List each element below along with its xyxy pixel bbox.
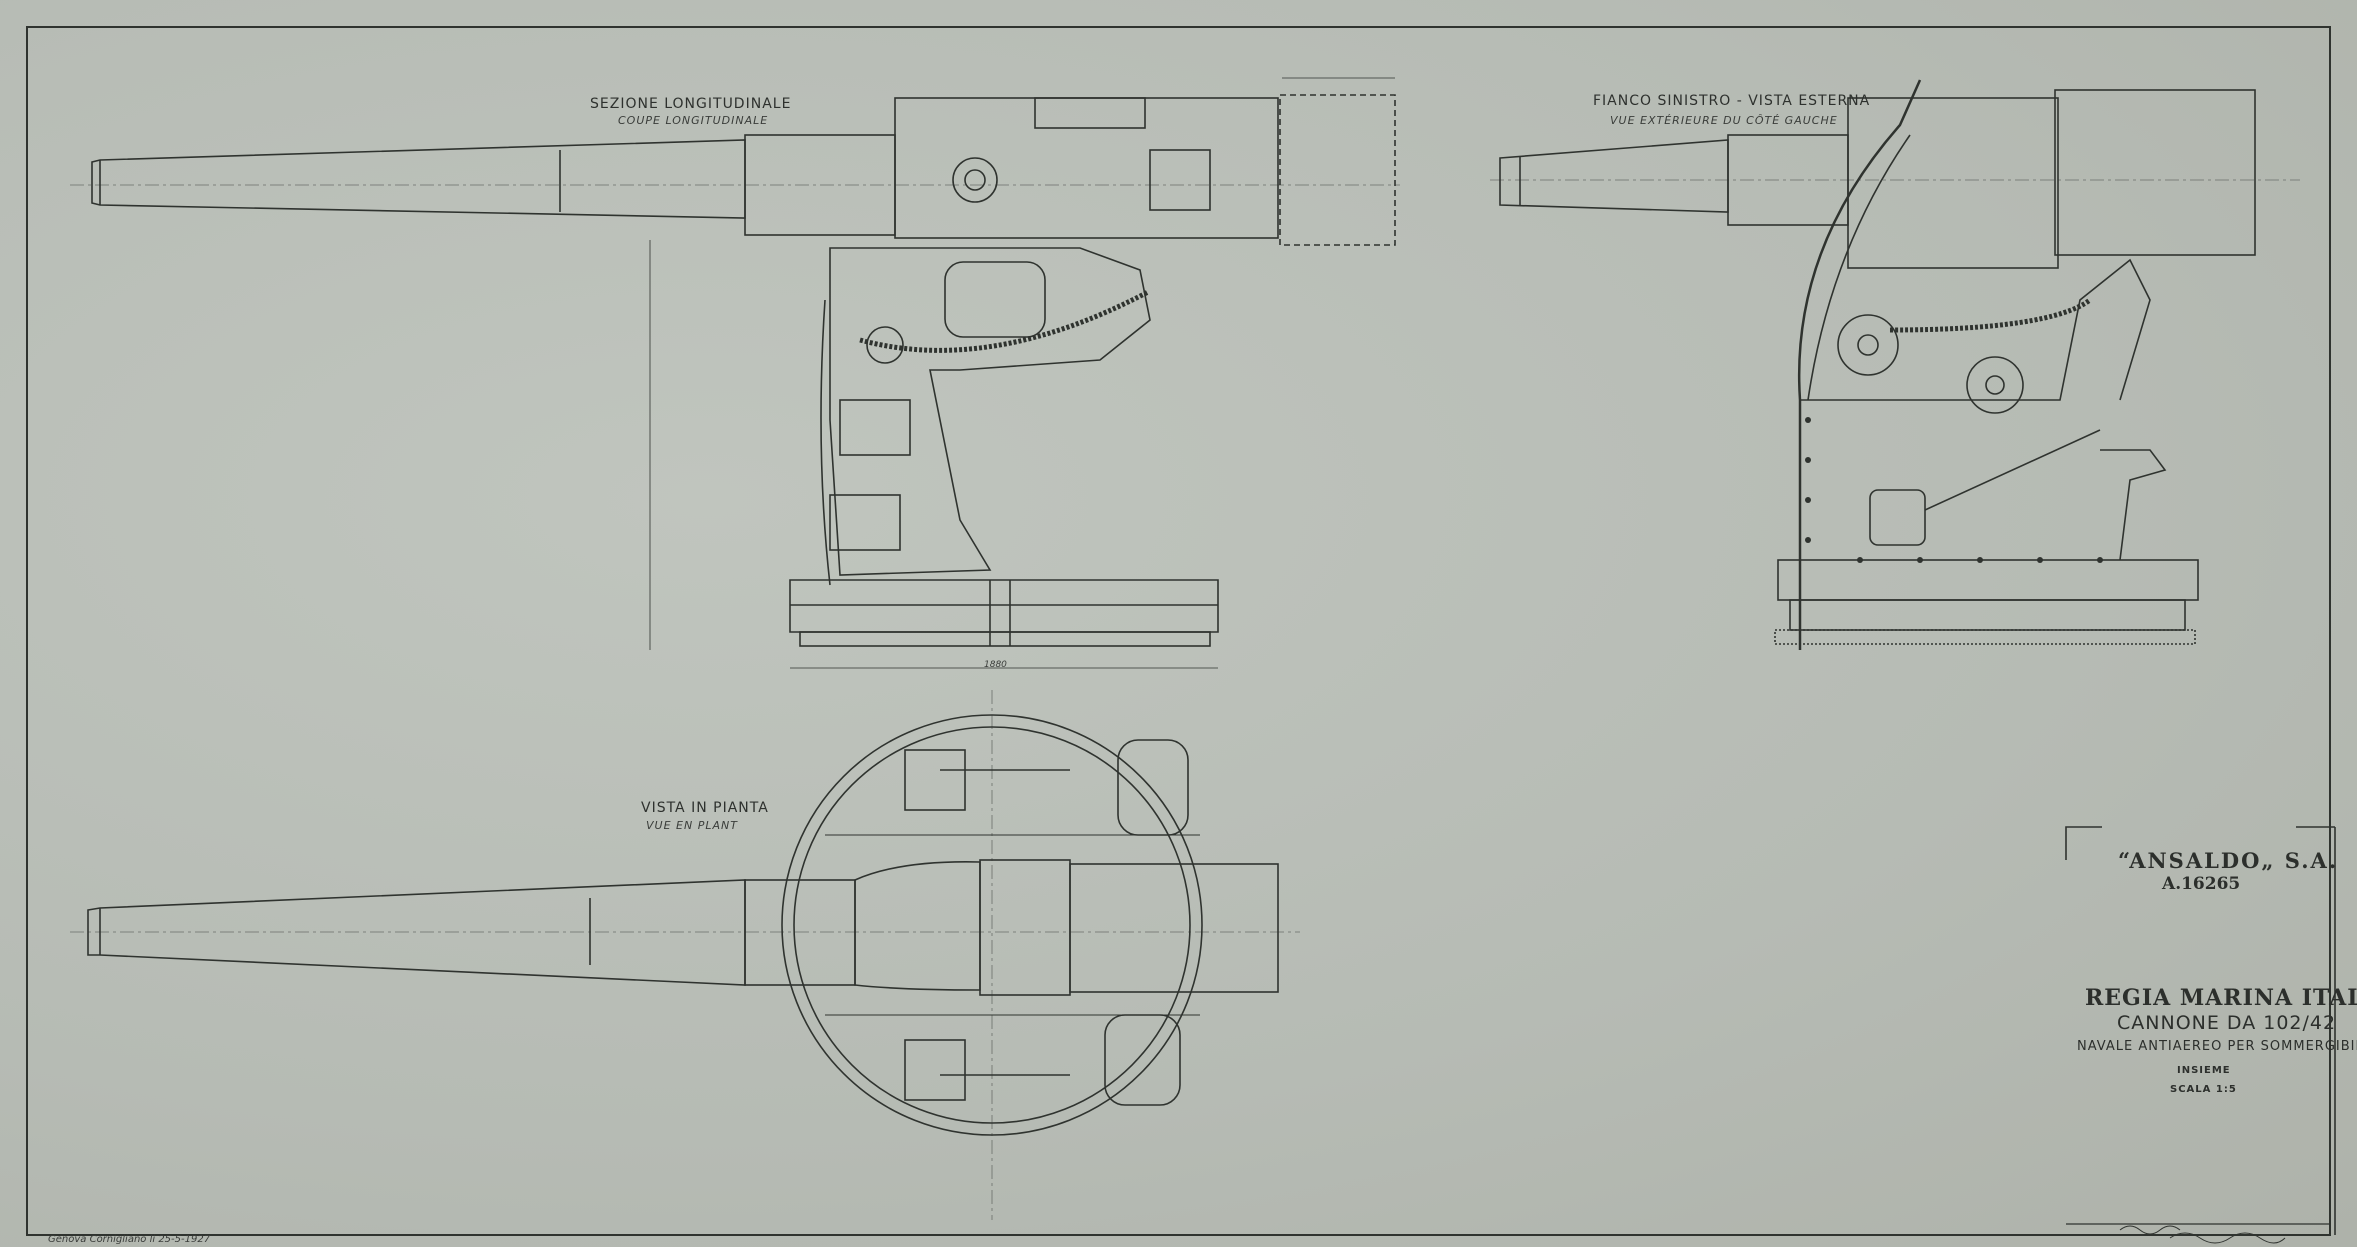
shield-edge <box>820 299 831 586</box>
turntable <box>781 714 1203 1136</box>
base-ring <box>789 579 1219 633</box>
cradle-body <box>854 861 981 991</box>
training-handwheel <box>1837 314 1899 376</box>
sight-post <box>2100 449 2167 561</box>
gun-designation: CANNONE DA 102/42 <box>2117 1012 2337 1034</box>
base-ring <box>1777 559 2199 601</box>
training-gear <box>829 494 901 551</box>
gun-description: NAVALE ANTIAEREO PER SOMMERGIBILE <box>2077 1039 2357 1054</box>
mount-pedestal <box>829 247 1151 576</box>
gear-housing <box>1869 489 1926 546</box>
sight-mechanism <box>904 1039 966 1101</box>
width-dimension: 1880 <box>984 660 1007 670</box>
elevation-rack <box>1889 297 2092 333</box>
drawing-number: A.16265 <box>2162 874 2241 894</box>
recuperator <box>1034 97 1146 129</box>
breech-housing <box>894 97 1279 239</box>
barrel <box>87 879 746 986</box>
sheet-border <box>26 26 2331 1236</box>
trunnion <box>952 157 998 203</box>
mount-body <box>1800 258 2151 401</box>
plan-view-title: VISTA IN PIANTA <box>641 800 769 816</box>
side-view <box>1499 79 2256 650</box>
title-block-frame <box>2065 826 2336 1235</box>
breech-block <box>1069 863 1279 993</box>
plan-view <box>87 714 1279 1136</box>
barrel <box>91 139 746 219</box>
lightening-hole <box>944 261 1046 338</box>
rivets <box>1805 417 2103 563</box>
base-plate <box>799 631 1211 647</box>
side-view-title: FIANCO SINISTRO - VISTA ESTERNA <box>1593 93 1871 109</box>
place-date: Genova Cornigliano li 25-5-1927 <box>48 1234 211 1245</box>
plan-view-subtitle: VUE EN PLANT <box>646 819 738 832</box>
trunnion-block <box>979 859 1071 996</box>
breech-block <box>2054 89 2256 256</box>
seat-bottom <box>1104 1014 1181 1106</box>
section-view-subtitle: COUPE LONGITUDINALE <box>618 114 769 127</box>
drawing-type: INSIEME <box>2177 1065 2231 1076</box>
shield-edge <box>1798 79 1922 650</box>
drawing-scale: SCALA 1:5 <box>2170 1084 2237 1095</box>
cradle <box>744 879 856 986</box>
section-view <box>91 77 1396 669</box>
seat-top <box>1117 739 1189 836</box>
base-plate <box>1789 599 2186 631</box>
breech-open-outline <box>1279 94 1396 246</box>
signature <box>2119 1225 2286 1244</box>
gearbox <box>839 399 911 456</box>
breech-mechanism <box>1847 97 2059 269</box>
side-view-subtitle: VUE EXTÉRIEURE DU CÔTÉ GAUCHE <box>1610 114 1838 127</box>
barrel <box>1499 139 1729 213</box>
elevation-handwheel <box>1966 356 2024 414</box>
sight-mechanism <box>904 749 966 811</box>
linkage-rod <box>1924 429 2101 511</box>
company-name: “ANSALDO„ S.A. <box>2118 848 2339 873</box>
section-view-title: SEZIONE LONGITUDINALE <box>590 96 792 112</box>
base-foundation <box>1774 629 2196 645</box>
client-name: REGIA MARINA ITALIANA <box>2085 985 2357 1011</box>
elevation-pinion <box>866 326 904 364</box>
